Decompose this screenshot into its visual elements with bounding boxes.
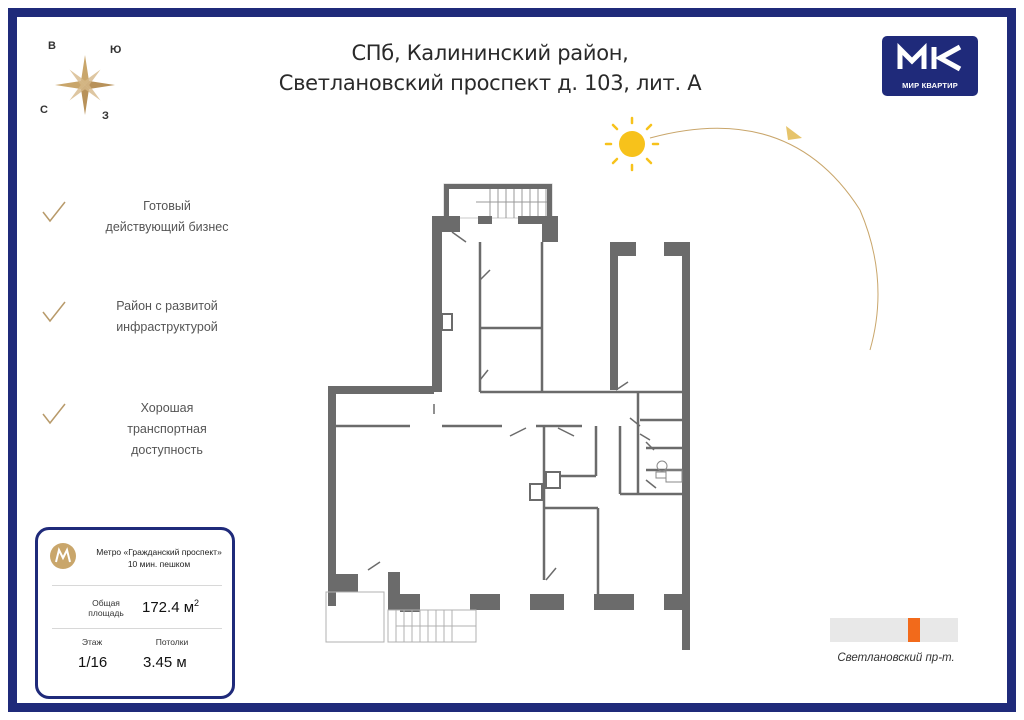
building-marker — [908, 618, 920, 642]
metro-station: Метро «Гражданский проспект» — [96, 547, 222, 557]
compass-south-label: Ю — [110, 44, 122, 56]
title-line-2: Светлановский проспект д. 103, лит. А — [278, 71, 702, 95]
brand-logo: МИР КВАРТИР — [882, 36, 978, 96]
title-line-1: СПб, Калининский район, — [351, 41, 629, 65]
sun-icon — [604, 116, 660, 172]
staircase-bottom — [325, 591, 477, 643]
feature-label-line1: Хорошая транспортная — [127, 401, 207, 436]
floor-value: 1/16 — [78, 654, 108, 671]
floor-label: Этаж — [81, 637, 103, 647]
mk-logo-icon — [897, 43, 962, 72]
compass-rose-icon — [55, 55, 115, 115]
metro-walk-time: 10 мин. пешком — [127, 559, 191, 569]
logo-text: МИР КВАРТИР — [902, 81, 958, 90]
feature-label-line2: действующий бизнес — [105, 220, 229, 234]
property-info-card: Метро «Гражданский проспект» 10 мин. пеш… — [35, 527, 235, 699]
feature-label-line2: доступность — [131, 443, 203, 457]
street-label: Светлановский пр-т. — [837, 652, 955, 664]
columns — [441, 313, 561, 501]
floor-plan — [325, 183, 690, 650]
staircase-top — [443, 183, 553, 219]
metro-info: Метро «Гражданский проспект» 10 мин. пеш… — [84, 546, 234, 570]
compass-east-label: В — [48, 40, 56, 52]
sun-path-diagram — [604, 116, 879, 367]
check-icon — [42, 403, 66, 425]
area-label: Общая площадь — [88, 598, 124, 618]
metro-icon — [50, 543, 76, 569]
feature-label-line1: Район с развитой — [116, 299, 218, 313]
check-icon — [42, 201, 66, 223]
ceiling-value: 3.45 м — [143, 654, 187, 671]
street-bar — [830, 618, 958, 642]
doors — [367, 231, 657, 581]
check-icon — [42, 301, 66, 323]
compass-west-label: З — [102, 110, 109, 122]
walls — [328, 216, 690, 650]
page-title: СПб, Калининский район, Светлановский пр… — [240, 38, 740, 98]
feature-label-line2: инфраструктурой — [116, 320, 218, 334]
compass-north-label: С — [40, 104, 48, 116]
bathroom-fixtures — [655, 460, 683, 483]
divider — [52, 628, 222, 629]
ceiling-label: Потолки — [155, 637, 189, 647]
area-value: 172.4 м2 — [142, 598, 200, 616]
arrow-icon — [786, 126, 802, 140]
feature-label-line1: Готовый — [143, 199, 191, 213]
divider — [52, 585, 222, 586]
